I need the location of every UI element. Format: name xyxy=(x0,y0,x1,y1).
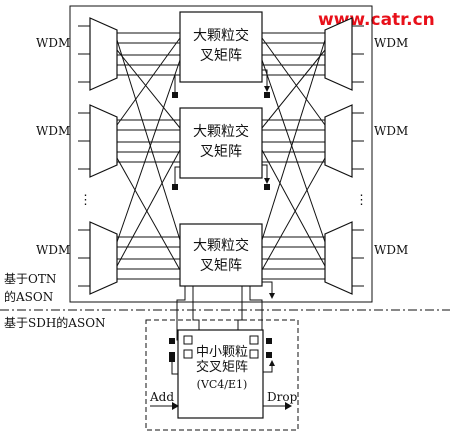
crossing-fiber-lines xyxy=(116,37,326,271)
wdm-label-left-3: WDM xyxy=(36,243,70,257)
large-switch-1: 大颗粒交 叉矩阵 xyxy=(179,11,263,83)
large-switch-3-line1: 大颗粒交 xyxy=(193,237,249,254)
small-switch-ports xyxy=(169,338,275,375)
sdh-frame xyxy=(145,319,299,431)
ellipsis-left: ⋮ xyxy=(79,193,92,208)
small-switch-line1: 中小颗粒 xyxy=(196,345,248,360)
local-ports-switch-3 xyxy=(262,281,275,299)
small-switch: 中小颗粒 交叉矩阵 (VC4/E1) xyxy=(177,329,264,419)
right-wdm-mux-1 xyxy=(262,17,364,91)
add-arrow xyxy=(150,402,179,410)
ellipsis-right: ⋮ xyxy=(355,193,368,208)
drop-arrow xyxy=(263,402,292,410)
large-switch-1-line1: 大颗粒交 xyxy=(193,27,249,44)
large-switch-2-line2: 叉矩阵 xyxy=(200,144,242,160)
sdh-label: 基于SDH的ASON xyxy=(4,315,106,330)
right-wdm-mux-3 xyxy=(262,221,364,295)
drop-label: Drop xyxy=(267,390,298,404)
wdm-label-right-2: WDM xyxy=(374,124,408,138)
large-switch-2: 大颗粒交 叉矩阵 xyxy=(179,107,263,179)
small-switch-line3: (VC4/E1) xyxy=(197,378,248,391)
small-switch-line2: 交叉矩阵 xyxy=(196,359,248,375)
large-switch-1-line2: 叉矩阵 xyxy=(200,48,242,64)
wdm-label-left-2: WDM xyxy=(36,124,70,138)
left-wdm-mux-3 xyxy=(78,221,180,295)
otn-label-line2: 的ASON xyxy=(4,289,53,304)
left-wdm-mux-2 xyxy=(78,104,180,178)
local-ports-switch-2 xyxy=(172,164,270,190)
large-switch-3: 大颗粒交 叉矩阵 xyxy=(179,223,263,287)
local-ports-switch-1 xyxy=(172,69,270,98)
large-switch-3-line2: 叉矩阵 xyxy=(200,258,242,274)
left-wdm-mux-1 xyxy=(78,17,180,91)
wdm-label-right-3: WDM xyxy=(374,243,408,257)
large-switch-2-line1: 大颗粒交 xyxy=(193,123,249,140)
right-wdm-mux-2 xyxy=(262,104,364,178)
add-label: Add xyxy=(149,390,174,404)
otn-frame xyxy=(69,5,373,303)
wdm-label-left-1: WDM xyxy=(36,36,70,50)
otn-label-line1: 基于OTN xyxy=(4,272,56,286)
wdm-label-right-1: WDM xyxy=(374,36,408,50)
